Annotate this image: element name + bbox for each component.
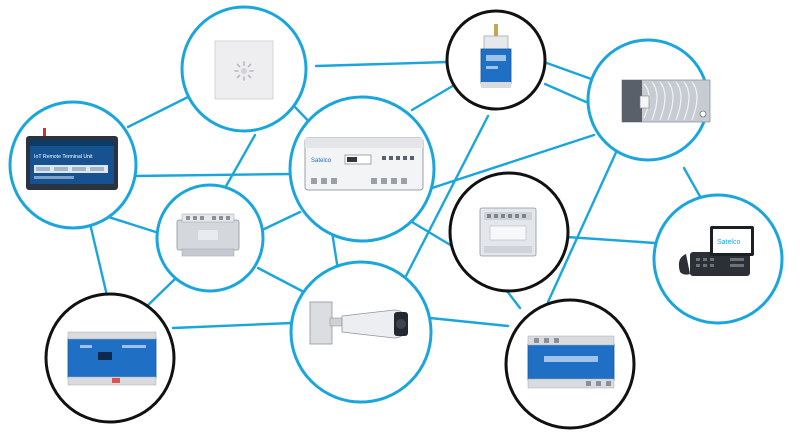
cable-panel-icon <box>621 79 711 123</box>
grey-din-module-icon <box>176 213 240 257</box>
controller-brand: Satelco <box>311 158 332 164</box>
edge-cable-phone <box>682 166 704 202</box>
edge-sensor-grey <box>223 133 257 190</box>
edge-cable-blue-right <box>546 146 620 304</box>
tablet-title: IoT Remote Terminal Unit <box>34 154 93 160</box>
bullet-camera-icon <box>309 301 408 345</box>
edge-antenna-blue-right <box>543 82 588 104</box>
edge-rtu-controller <box>131 172 294 178</box>
edge-antenna-cable <box>542 60 596 82</box>
edge-antenna-controller <box>410 82 458 112</box>
connections <box>86 60 704 330</box>
edge-controller-cable <box>430 133 596 190</box>
phone-brand: Satelco <box>717 239 740 246</box>
blue-din-module-icon <box>527 335 615 389</box>
din-controller-icon: Satelco <box>304 137 424 191</box>
sensor-plate-icon <box>214 40 274 100</box>
voip-phone-icon: Satelco <box>678 226 754 276</box>
edge-rtu-bluedin-left <box>86 213 110 302</box>
rtu-tablet-icon: IoT Remote Terminal Unit <box>26 128 118 190</box>
io-din-module-icon <box>479 207 537 257</box>
antenna-module-icon <box>480 24 512 88</box>
edge-bluedin-left-camera <box>171 321 294 330</box>
edge-controller-camera <box>330 230 340 272</box>
edge-antenna-camera <box>403 114 490 280</box>
edge-grey-bluedin-left <box>141 276 178 312</box>
edge-controller-grey <box>256 210 302 234</box>
blue-din-module-icon <box>67 331 157 386</box>
edge-sensor-antenna <box>314 60 450 68</box>
edge-camera-blue-right <box>428 316 510 328</box>
edge-rtu-sensor <box>126 93 194 129</box>
edge-io-phone <box>565 235 657 245</box>
edge-grey-camera <box>256 266 304 293</box>
